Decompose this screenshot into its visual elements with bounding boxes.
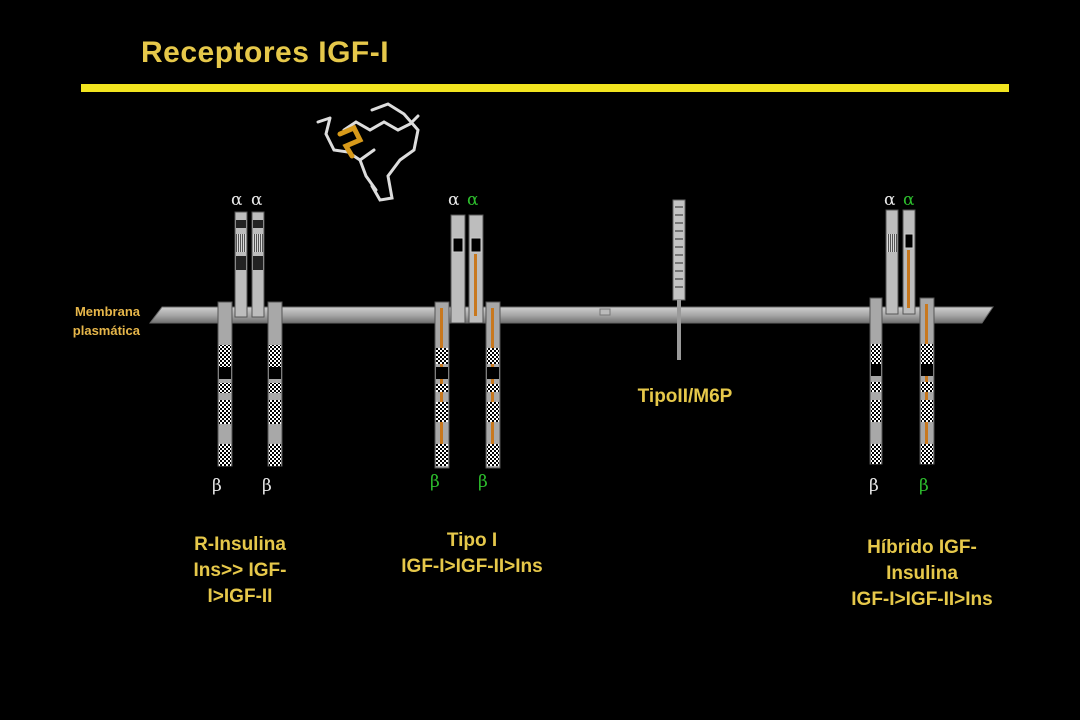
beta-label-type1-2: β — [478, 472, 488, 492]
plasma-membrane — [149, 306, 994, 324]
caption-insulin-line2: Ins>> IGF- — [193, 560, 287, 581]
caption-type1-line2: IGF-I>IGF-II>Ins — [401, 556, 543, 577]
alpha-label-hybrid-1: α — [884, 190, 896, 210]
slide-title: Receptores IGF-I — [141, 36, 390, 69]
caption-type2-receptor: TipoII/M6P — [637, 386, 733, 407]
beta-label-ins-1: β — [212, 476, 222, 496]
beta-label-ins-2: β — [262, 476, 272, 496]
caption-hybrid-receptor: Híbrido IGF- Insulina IGF-I>IGF-II>Ins — [822, 535, 1022, 613]
beta-label-type1-1: β — [430, 472, 440, 492]
beta-label-hybrid-2: β — [919, 476, 929, 496]
alpha-label-ins-2: α — [251, 190, 263, 210]
igf-ligand-icon — [316, 102, 420, 202]
hybrid-receptor — [869, 209, 935, 465]
igf-ligand-helix — [337, 124, 364, 159]
caption-hybrid-line3: IGF-I>IGF-II>Ins — [851, 589, 993, 610]
membrane-label: Membrana plasmática — [20, 302, 140, 340]
caption-hybrid-line1: Híbrido IGF- — [867, 537, 977, 558]
caption-insulin-line3: I>IGF-II — [207, 586, 273, 607]
beta-label-hybrid-1: β — [869, 476, 879, 496]
caption-type1-receptor: Tipo I IGF-I>IGF-II>Ins — [372, 528, 572, 580]
alpha-label-type1-2: α — [467, 190, 479, 210]
membrane-marker — [599, 308, 611, 316]
caption-type1-line1: Tipo I — [446, 530, 498, 551]
type2-m6p-receptor — [672, 199, 686, 360]
insulin-receptor — [217, 211, 283, 467]
igf1-type1-receptor — [434, 214, 501, 469]
title-underline — [81, 84, 1009, 92]
alpha-label-hybrid-2: α — [903, 190, 915, 210]
alpha-label-ins-1: α — [231, 190, 243, 210]
membrane-label-line2: plasmática — [72, 323, 140, 338]
alpha-label-type1-1: α — [448, 190, 460, 210]
caption-hybrid-line2: Insulina — [886, 563, 958, 584]
caption-insulin-receptor: R-Insulina Ins>> IGF- I>IGF-II — [160, 532, 320, 610]
membrane-label-line1: Membrana — [74, 304, 140, 319]
caption-insulin-line1: R-Insulina — [194, 534, 286, 555]
